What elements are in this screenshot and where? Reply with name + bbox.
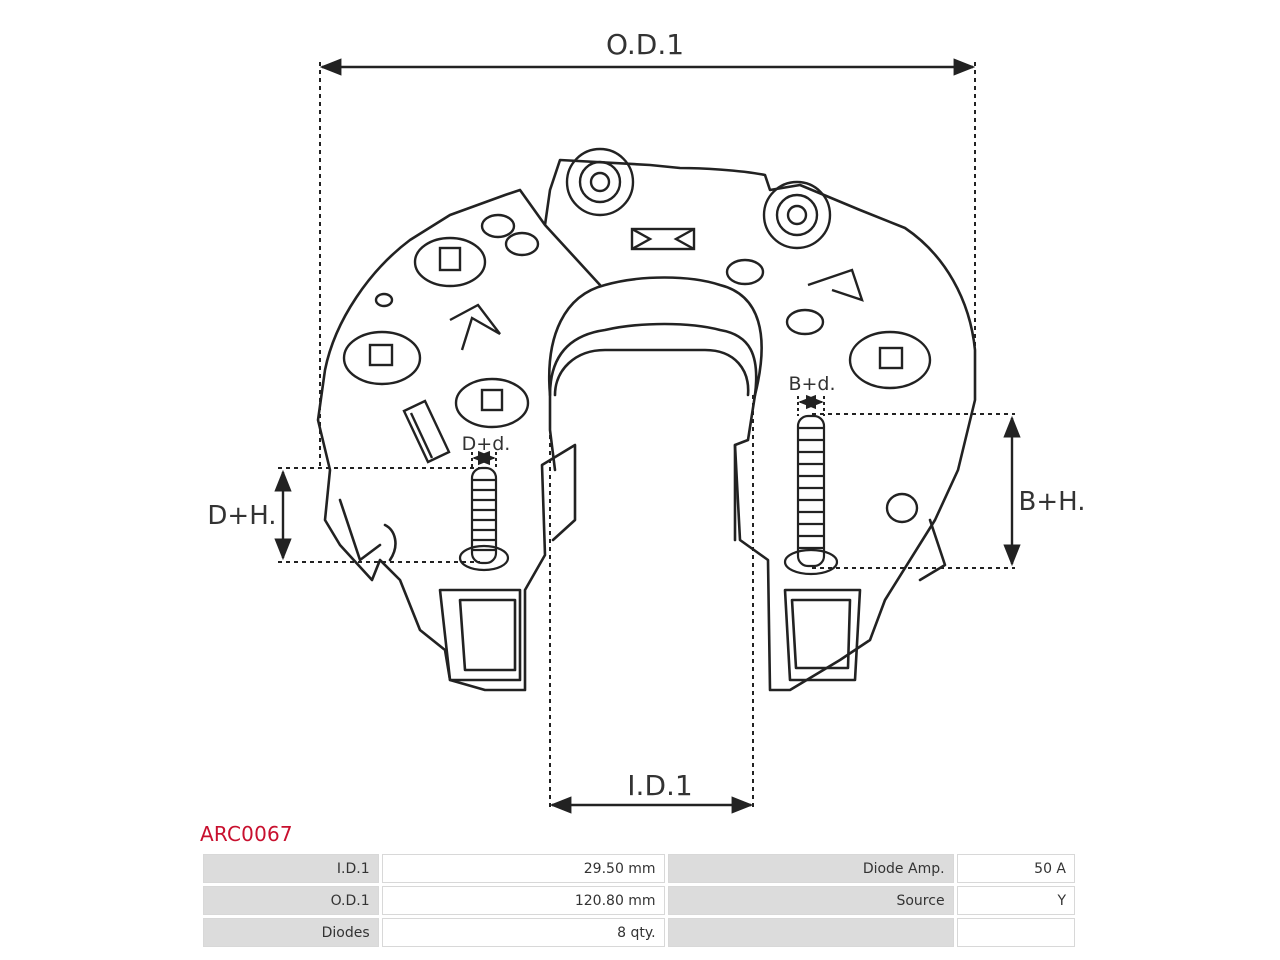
bh-label: B+H. (1019, 487, 1086, 517)
spec-label: I.D.1 (203, 854, 379, 883)
spec-label: Diodes (203, 918, 379, 947)
spec-value (956, 918, 1075, 947)
terminal-screws (458, 414, 839, 576)
spec-label (667, 918, 954, 947)
spec-value: Y (956, 886, 1075, 915)
id-label: I.D.1 (627, 769, 692, 802)
table-row: Diodes 8 qty. (203, 918, 1075, 947)
table-row: O.D.1 120.80 mm Source Y (203, 886, 1075, 915)
part-code: ARC0067 (200, 822, 293, 846)
spec-label: Source (667, 886, 954, 915)
rectifier-features (342, 147, 932, 524)
spec-value: 8 qty. (381, 918, 665, 947)
od-label: O.D.1 (606, 28, 684, 61)
spec-value: 50 A (956, 854, 1075, 883)
rectifier-diagram: O.D.1 I.D.1 D+H. D+d. B+H. B+d. (207, 28, 1086, 814)
table-row: I.D.1 29.50 mm Diode Amp. 50 A (203, 854, 1075, 883)
bd-label: B+d. (788, 373, 835, 395)
rectifier-outline (316, 158, 977, 692)
spec-label: O.D.1 (203, 886, 379, 915)
specs-table: I.D.1 29.50 mm Diode Amp. 50 A O.D.1 120… (200, 851, 1078, 950)
dimension-lines (274, 58, 1021, 814)
spec-value: 29.50 mm (381, 854, 665, 883)
spec-value: 120.80 mm (381, 886, 665, 915)
dh-label: D+H. (207, 501, 276, 531)
dd-label: D+d. (462, 433, 511, 455)
spec-label: Diode Amp. (667, 854, 954, 883)
